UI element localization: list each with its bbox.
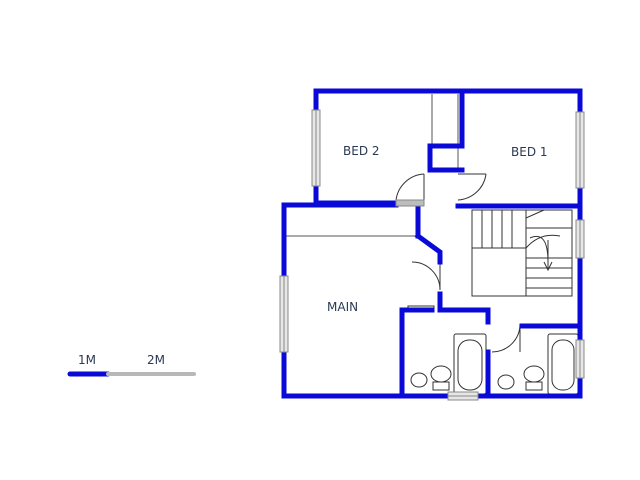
basin-left xyxy=(410,372,428,388)
room-label-bed1: BED 1 xyxy=(511,145,548,159)
staircase xyxy=(471,209,573,297)
toilet-left xyxy=(430,365,452,383)
interior-lines xyxy=(286,94,459,237)
scale-bar: 1M 2M xyxy=(67,353,196,377)
room-label-bed2: BED 2 xyxy=(343,144,380,158)
windows xyxy=(279,109,585,401)
bathroom-fixtures xyxy=(410,333,579,395)
toilet-right xyxy=(523,365,545,383)
scale-label-1m: 1M xyxy=(78,353,96,367)
scale-label-2m: 2M xyxy=(147,353,165,367)
room-label-main: MAIN xyxy=(327,300,358,314)
basin-right xyxy=(497,374,515,390)
